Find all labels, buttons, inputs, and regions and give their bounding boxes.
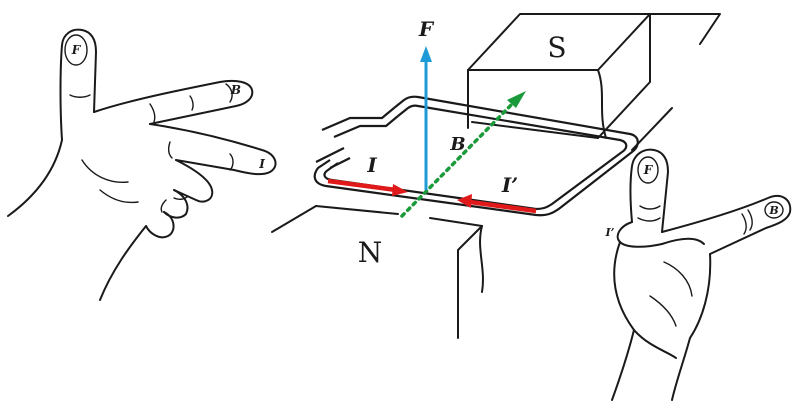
left-thumb-label: F — [71, 43, 82, 57]
right-middle-label: I’ — [605, 226, 615, 239]
north-pole-label: N — [358, 236, 383, 269]
right-index-label: B — [768, 204, 778, 217]
right-hand-illustration: F B I’ — [605, 148, 792, 401]
current-label: I — [366, 153, 377, 177]
field-label: B — [449, 134, 465, 155]
south-pole-magnet: S — [467, 13, 721, 151]
right-thumb-label: F — [643, 163, 654, 177]
wire-loop — [313, 95, 639, 217]
left-middle-label: I — [258, 157, 265, 171]
left-index-label: B — [230, 83, 241, 97]
force-label: F — [418, 17, 435, 41]
force-arrow — [420, 46, 432, 190]
left-hand-illustration: F B I — [7, 28, 277, 301]
south-pole-label: S — [547, 31, 566, 64]
north-pole-magnet: N — [271, 205, 484, 339]
current-prime-arrow — [457, 194, 537, 214]
current-arrow — [327, 178, 408, 196]
current-prime-label: I’ — [501, 173, 518, 197]
magnetic-field-arrow — [400, 91, 526, 218]
